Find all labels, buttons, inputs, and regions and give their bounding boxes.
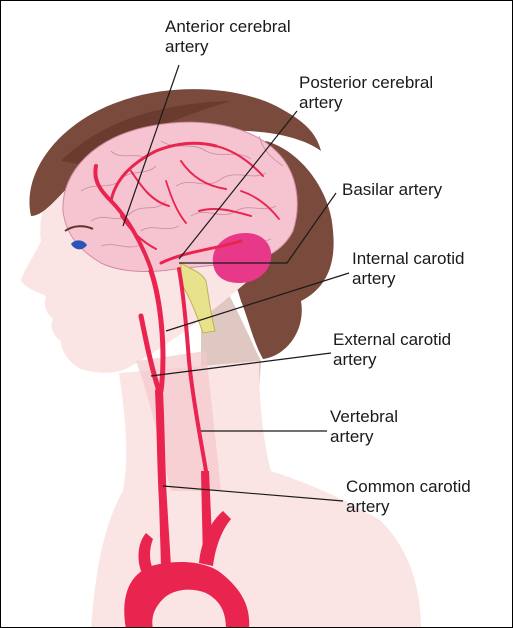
label-posterior-cerebral-line-1: Posterior cerebral xyxy=(299,73,433,93)
label-posterior-cerebral-line-2: artery xyxy=(299,93,433,113)
label-internal-carotid-artery: Internal carotid artery xyxy=(352,249,464,289)
label-anterior-cerebral-line-2: artery xyxy=(165,37,291,57)
label-vertebral-artery: Vertebral artery xyxy=(330,407,398,447)
label-common-carotid-line-1: Common carotid xyxy=(346,477,471,497)
label-common-carotid-line-2: artery xyxy=(346,497,471,517)
label-vertebral-line-1: Vertebral xyxy=(330,407,398,427)
label-common-carotid-artery: Common carotid artery xyxy=(346,477,471,517)
label-external-carotid-line-2: artery xyxy=(333,350,451,370)
label-basilar-line-1: Basilar artery xyxy=(342,180,442,200)
label-internal-carotid-line-1: Internal carotid xyxy=(352,249,464,269)
common-carotid-artery xyxy=(159,391,163,501)
label-external-carotid-artery: External carotid artery xyxy=(333,330,451,370)
label-anterior-cerebral-line-1: Anterior cerebral xyxy=(165,17,291,37)
label-anterior-cerebral-artery: Anterior cerebral artery xyxy=(165,17,291,57)
label-basilar-artery: Basilar artery xyxy=(342,180,442,200)
label-external-carotid-line-1: External carotid xyxy=(333,330,451,350)
label-posterior-cerebral-artery: Posterior cerebral artery xyxy=(299,73,433,113)
label-internal-carotid-line-2: artery xyxy=(352,269,464,289)
label-vertebral-line-2: artery xyxy=(330,427,398,447)
